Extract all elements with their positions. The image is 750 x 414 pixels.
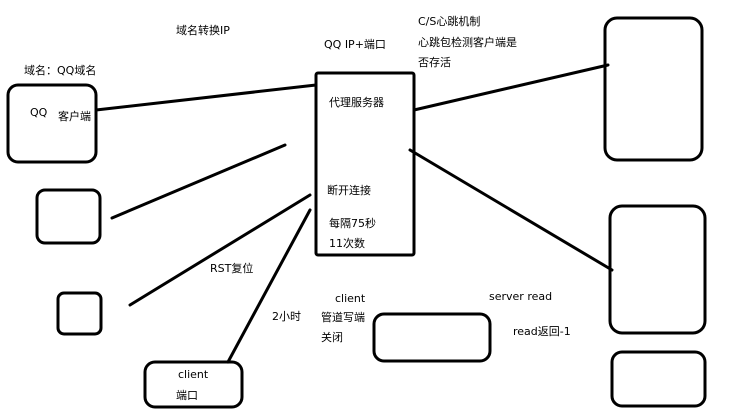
label-proxy-server: 代理服务器 [329, 96, 384, 109]
server-box-middle [608, 204, 707, 335]
line-proxy-to-server-top [412, 63, 610, 112]
qq-client-box [6, 83, 98, 164]
label-domain-name: 域名：QQ域名 [24, 64, 97, 77]
label-pipe-write-end: 管道写端 [321, 311, 365, 324]
line-client2-to-proxy [110, 143, 287, 220]
line-clientport-to-proxy [226, 208, 312, 364]
label-port: 端口 [176, 389, 198, 402]
label-is-alive: 否存活 [418, 56, 451, 69]
label-read-return: read返回-1 [513, 325, 571, 338]
server-box-bottom [610, 350, 707, 408]
label-client-mid: client [335, 292, 366, 305]
label-count-11: 11次数 [329, 237, 365, 250]
label-heartbeat-detect: 心跳包检测客户端是 [418, 36, 517, 49]
pipe-box [372, 312, 492, 363]
server-box-top [603, 16, 704, 162]
label-rst-reset: RST复位 [210, 262, 254, 275]
client-box-2 [35, 188, 102, 245]
label-cs-heartbeat: C/S心跳机制 [418, 15, 481, 28]
label-disconnect: 断开连接 [327, 184, 371, 197]
label-two-hours: 2小时 [272, 310, 301, 323]
label-client-side: 客户端 [58, 110, 91, 123]
label-domain-to-ip: 域名转换IP [176, 24, 230, 37]
label-qq: QQ [30, 106, 48, 119]
proxy-server-box [314, 71, 416, 257]
line-proxy-to-server-middle [408, 148, 614, 272]
line-qq-to-proxy [94, 83, 318, 112]
label-server-read: server read [489, 290, 553, 303]
label-every-75s: 每隔75秒 [329, 217, 376, 230]
client-port-box [143, 360, 244, 409]
label-qq-ip-port: QQ IP+端口 [324, 38, 386, 51]
label-closed: 关闭 [321, 331, 343, 344]
client-box-3 [56, 291, 103, 336]
label-client-bottom: client [178, 368, 209, 381]
line-client3-to-proxy [128, 193, 312, 307]
